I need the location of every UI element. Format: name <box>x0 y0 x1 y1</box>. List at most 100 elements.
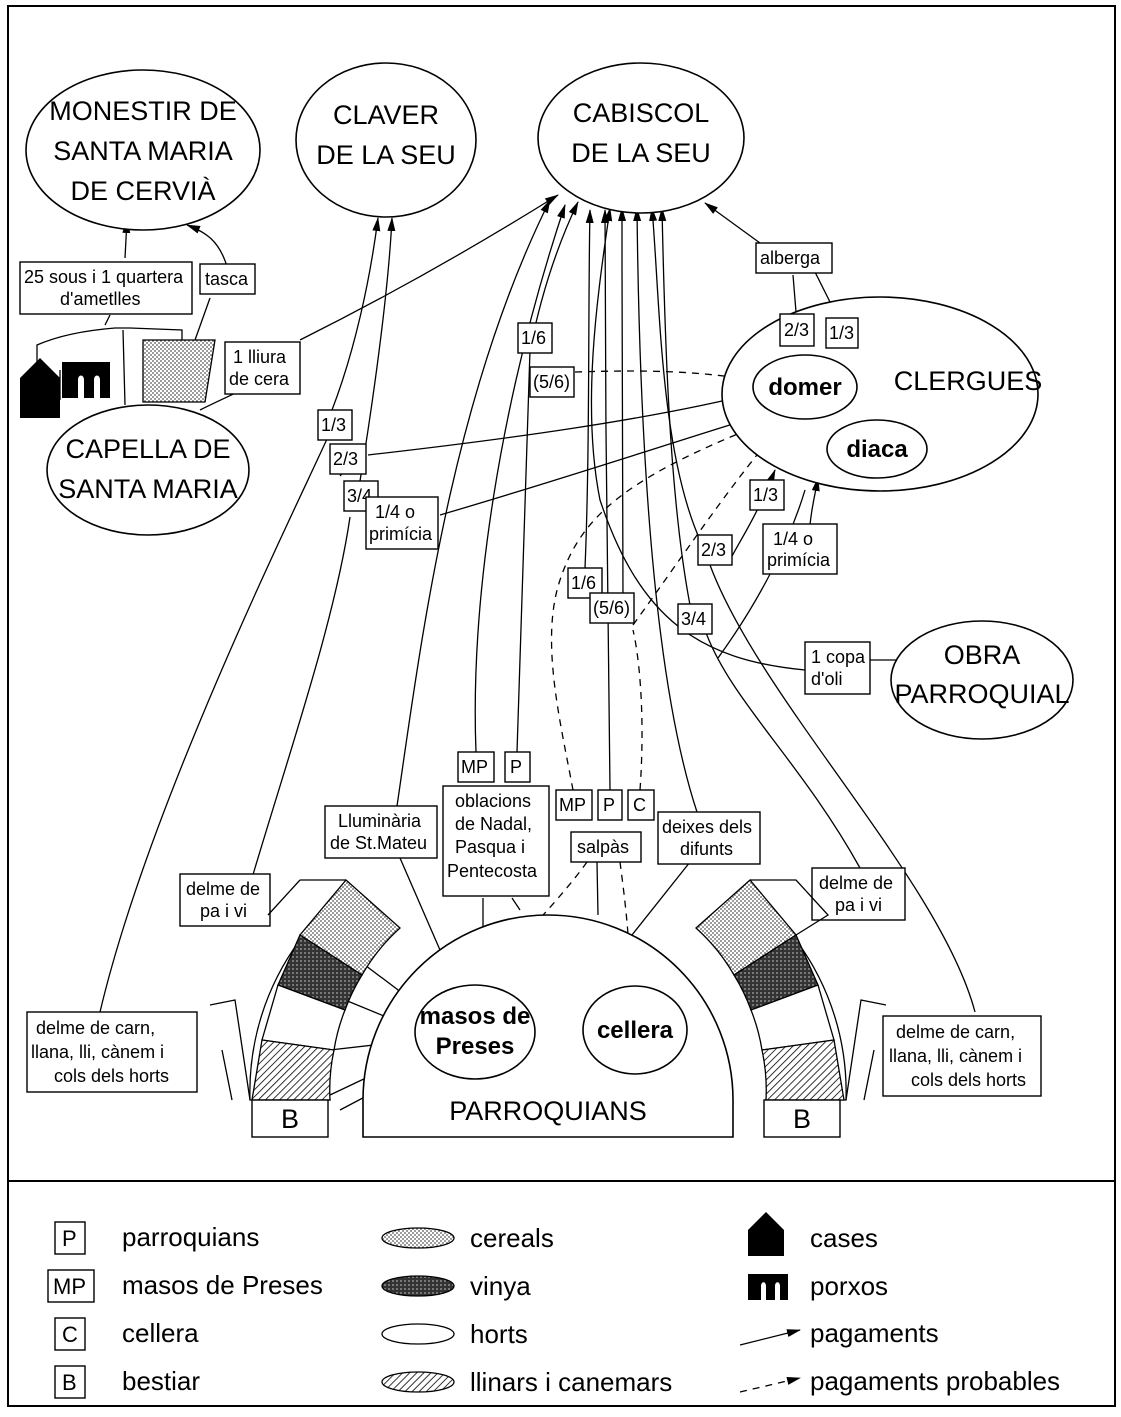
alberga-label: alberga <box>760 248 821 268</box>
tag-c2: C <box>633 795 646 815</box>
delme-pa-l-line-2: pa i vi <box>200 901 247 921</box>
delme-carn-l-line-2: llana, lli, cànem i <box>31 1042 164 1062</box>
deixes-line-2: difunts <box>680 839 733 859</box>
delme-carn-l-line-1: delme de carn, <box>36 1018 155 1038</box>
capella-group: CAPELLA DE SANTA MARIA <box>20 327 250 536</box>
quarta-a-line-2: primícia <box>369 524 433 544</box>
parroquians-group: PARROQUIANS masos de Preses cellera <box>362 914 734 1138</box>
tag-mp2: MP <box>559 795 586 815</box>
tag-p1: P <box>510 757 522 777</box>
oblacions-line-1: oblacions <box>455 791 531 811</box>
frac-16b: 1/6 <box>571 573 596 593</box>
monestir-line-2: SANTA MARIA <box>53 136 233 166</box>
node-obra: OBRA PARROQUIAL <box>890 620 1074 740</box>
frac-16a: 1/6 <box>521 328 546 348</box>
copa-line-1: 1 copa <box>811 647 866 667</box>
oblacions-line-4: Pentecosta <box>447 861 538 881</box>
legend-key-b: B <box>62 1370 77 1395</box>
tag-p2: P <box>603 795 615 815</box>
sous-line-1: 25 sous i 1 quartera <box>24 267 184 287</box>
capella-line-2: SANTA MARIA <box>58 474 238 504</box>
outer-border <box>7 5 1116 1407</box>
legend-text-horts: horts <box>470 1319 528 1349</box>
frac-23b: 2/3 <box>701 540 726 560</box>
legend-key-p: P <box>62 1226 77 1251</box>
monestir-line-1: MONESTIR DE <box>49 96 237 126</box>
house-icon <box>20 358 60 418</box>
legend-dashed-arrow-icon <box>739 1377 801 1393</box>
fields-left: B <box>209 879 401 1138</box>
frac-13b: 1/3 <box>753 485 778 505</box>
legend-text-llinars: llinars i canemars <box>470 1367 672 1397</box>
legend-text-pagaments: pagaments <box>810 1318 939 1348</box>
quarta-b-line-1: 1/4 o <box>773 529 813 549</box>
masos-line-2: Preses <box>436 1033 515 1060</box>
domer-ellipse <box>752 354 858 420</box>
diaca-ellipse <box>826 419 928 479</box>
alberga-23-label: 2/3 <box>784 320 809 340</box>
capella-line-1: CAPELLA DE <box>65 434 230 464</box>
legend-key-mp: MP <box>53 1274 86 1299</box>
cabiscol-line-2: DE LA SEU <box>571 138 711 168</box>
oblacions-line-3: Pasqua i <box>455 837 525 857</box>
obra-line-1: OBRA <box>944 640 1021 670</box>
lliura-line-1: 1 lliura <box>233 347 287 367</box>
cabiscol-line-1: CABISCOL <box>573 98 710 128</box>
node-clergues: CLERGUES domer diaca <box>721 296 1042 492</box>
legend-swatch-llinars <box>381 1371 455 1393</box>
bestiar-left: B <box>281 1104 299 1134</box>
fields-right: B <box>695 879 887 1138</box>
frac-34b: 3/4 <box>681 609 706 629</box>
legend-house-icon <box>748 1212 784 1256</box>
delme-carn-r-line-2: llana, lli, cànem i <box>889 1046 1022 1066</box>
legend-text-p: parroquians <box>122 1222 259 1252</box>
legend-text-c: cellera <box>122 1318 199 1348</box>
frac-56a: (5/6) <box>533 372 570 392</box>
deixes-line-1: deixes dels <box>662 817 752 837</box>
legend-swatch-cereals <box>381 1227 455 1249</box>
obra-line-2: PARROQUIAL <box>894 679 1069 709</box>
quarta-a-line-1: 1/4 o <box>375 502 415 522</box>
legend-text-porxos: porxos <box>810 1271 888 1301</box>
alberga-13-label: 1/3 <box>829 323 854 343</box>
lluminaria-line-1: Lluminària <box>338 811 422 831</box>
legend-text-cereals: cereals <box>470 1223 554 1253</box>
legend-text-mp: masos de Preses <box>122 1270 323 1300</box>
flax-field <box>251 1039 335 1101</box>
delme-carn-l-line-3: cols dels horts <box>54 1066 169 1086</box>
delme-pa-r-line-2: pa i vi <box>835 895 882 915</box>
lliura-line-2: de cera <box>229 369 290 389</box>
arcade-icon <box>62 362 110 398</box>
legend-arcade-icon <box>748 1274 788 1300</box>
quarta-b-line-2: primícia <box>767 550 831 570</box>
legend-text-probables: pagaments probables <box>810 1366 1060 1396</box>
oblacions-line-2: de Nadal, <box>455 814 532 834</box>
legend-text-vinya: vinya <box>470 1271 531 1301</box>
masos-line-1: masos de <box>420 1003 531 1030</box>
delme-pa-l-line-1: delme de <box>186 879 260 899</box>
label-boxes: 25 sous i 1 quartera d'ametlles tasca 1 … <box>19 242 1042 1097</box>
legend-text-b: bestiar <box>122 1366 200 1396</box>
legend-key-c: C <box>62 1322 78 1347</box>
claver-line-2: DE LA SEU <box>316 140 456 170</box>
node-claver: CLAVER DE LA SEU <box>295 62 477 218</box>
parroquians-label: PARROQUIANS <box>449 1096 647 1126</box>
monestir-line-3: DE CERVIÀ <box>70 176 215 206</box>
node-cabiscol: CABISCOL DE LA SEU <box>537 62 745 214</box>
legend-text-cases: cases <box>810 1223 878 1253</box>
delme-carn-r-line-3: cols dels horts <box>911 1070 1026 1090</box>
sous-line-2: d'ametlles <box>60 289 140 309</box>
domer-label: domer <box>768 374 841 401</box>
frac-13a: 1/3 <box>321 415 346 435</box>
frac-23a: 2/3 <box>333 449 358 469</box>
delme-carn-r-line-1: delme de carn, <box>896 1022 1015 1042</box>
lluminaria-line-2: de St.Mateu <box>330 833 427 853</box>
copa-line-2: d'oli <box>811 669 842 689</box>
salpas-label: salpàs <box>577 837 629 857</box>
cereal-field <box>142 339 216 403</box>
flax-field <box>761 1039 845 1101</box>
delme-pa-r-line-1: delme de <box>819 873 893 893</box>
legend-swatch-horts <box>381 1323 455 1345</box>
